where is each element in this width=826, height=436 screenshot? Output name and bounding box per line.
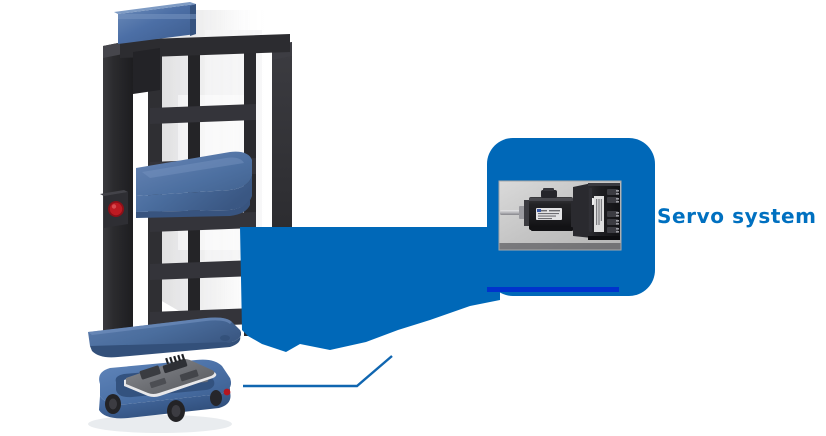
servo-system-photo <box>498 180 622 251</box>
mobile-robot-cart <box>88 353 232 433</box>
servo-driver <box>573 183 620 240</box>
column-top-cap <box>114 2 196 44</box>
machine-base-plate <box>88 317 241 358</box>
servo-motor <box>500 188 578 231</box>
wedge-main <box>240 227 500 352</box>
driver-terminals <box>607 189 619 233</box>
emergency-indicator <box>100 190 128 228</box>
servo-system-label: Servo system <box>657 204 817 228</box>
agv-connector-line <box>243 355 393 388</box>
lift-carriage-platform <box>136 151 252 218</box>
callout-accent-line <box>487 287 619 292</box>
controller-board <box>124 353 217 397</box>
